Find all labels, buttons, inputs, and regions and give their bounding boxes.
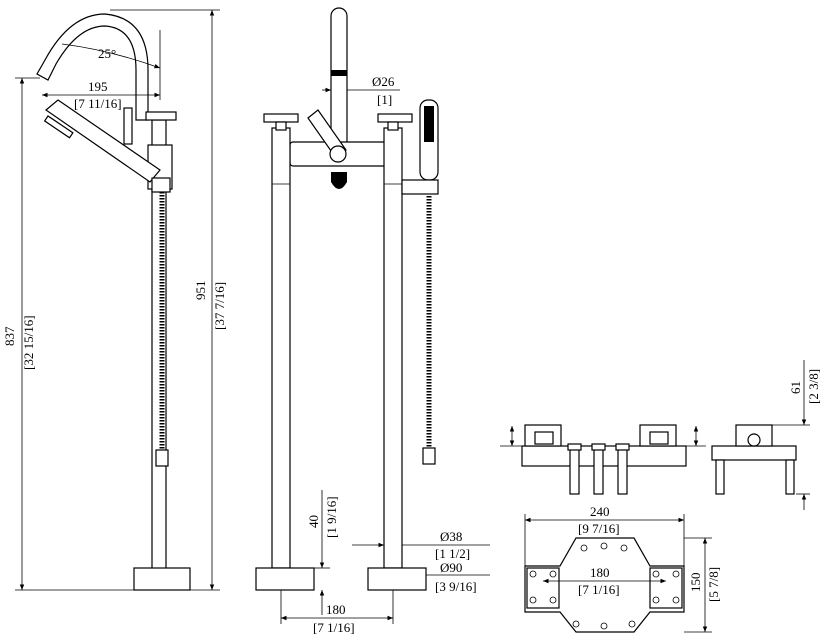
left-handle [263,113,299,123]
mount-bolts [567,443,630,495]
h40-label: 40 [306,515,321,528]
d26-label-in: [1] [377,92,392,107]
mount-detail: 61 [2 3/8] 240 [9 7/16] [500,360,821,633]
mount-left-riser-inner [534,431,554,445]
hole [652,596,660,604]
hole [529,596,537,604]
side-handle [145,111,177,121]
c180-label: 180 [326,602,346,617]
nut-1 [567,443,582,451]
angle-arc [61,43,161,69]
aerator-outlet [331,172,347,189]
hose-connector [155,449,169,467]
right-handle-stem [387,121,399,131]
w240-label: 240 [590,504,610,519]
d150-label-in: [5 7/8] [706,567,721,602]
h40-label-in: [1 9/16] [324,496,339,538]
hole [628,620,636,628]
hole [549,570,557,578]
hole [672,596,680,604]
front-spout-band [331,70,347,76]
bolt-2 [593,445,604,495]
plate-pad-right [649,567,683,609]
h951-label-in: [37 7/16] [212,282,227,330]
d26-label: Ø26 [372,74,395,89]
side-view: 25° 195 [7 11/16] 837 [32 15/16] 951 [37… [2,9,227,591]
d90-label: Ø90 [440,560,462,575]
mount-side-bolt-right [785,459,795,495]
hole [600,622,608,630]
mount-side-plate [711,445,797,461]
left-pipe [271,127,291,569]
left-base [255,567,315,591]
h61-label: 61 [788,381,803,394]
front-holder [401,179,439,195]
nut-2 [591,443,606,451]
side-valve-knob [123,107,133,145]
side-base [133,567,191,591]
d38-label: Ø38 [440,529,462,544]
reach-label: 195 [88,79,108,94]
diverter-knob [329,145,347,163]
front-spout [330,7,348,149]
nut-3 [615,443,630,451]
hole [572,620,580,628]
right-pipe [383,127,403,569]
w240-label-in: [9 7/16] [578,521,620,536]
front-view: Ø26 [1] 40 [1 9/16] Ø38 [1 1/2] Ø90 [3 9… [255,7,490,635]
hole [600,542,608,550]
mount-plate-plan [524,537,685,633]
right-base [367,567,427,591]
shower-holder [151,177,171,193]
mount-side-bolt-left [715,459,725,495]
mount-side-port [747,433,761,447]
hole [652,570,660,578]
pc180-label: 180 [590,565,610,580]
hole [580,544,588,552]
hole [672,570,680,578]
bolt-1 [569,445,580,495]
hole [620,544,628,552]
right-handle [377,113,413,123]
hole [529,570,537,578]
d38-label-in: [1 1/2] [435,546,470,561]
mount-right-riser-inner [649,431,669,445]
plate-pad-left [526,567,560,609]
shower-head-face [43,115,74,139]
angle-label: 25° [98,46,116,61]
h837-label-in: [32 15/16] [21,315,36,370]
front-hose-connector [422,447,436,465]
hand-shower [45,99,161,183]
spout-gooseneck [36,13,149,121]
pc180-label-in: [7 1/16] [578,582,620,597]
left-handle-stem [275,121,287,131]
plate-holes [529,542,680,630]
c180-label-in: [7 1/16] [313,620,355,635]
h61-label-in: [2 3/8] [806,369,821,404]
bolt-3 [617,445,628,495]
reach-label-in: [7 11/16] [74,96,122,111]
d150-label: 150 [688,573,703,593]
d90-label-in: [3 9/16] [435,579,477,594]
handset-grip [424,106,434,142]
h951-label: 951 [193,281,208,301]
h837-label: 837 [2,326,17,346]
hole [549,596,557,604]
